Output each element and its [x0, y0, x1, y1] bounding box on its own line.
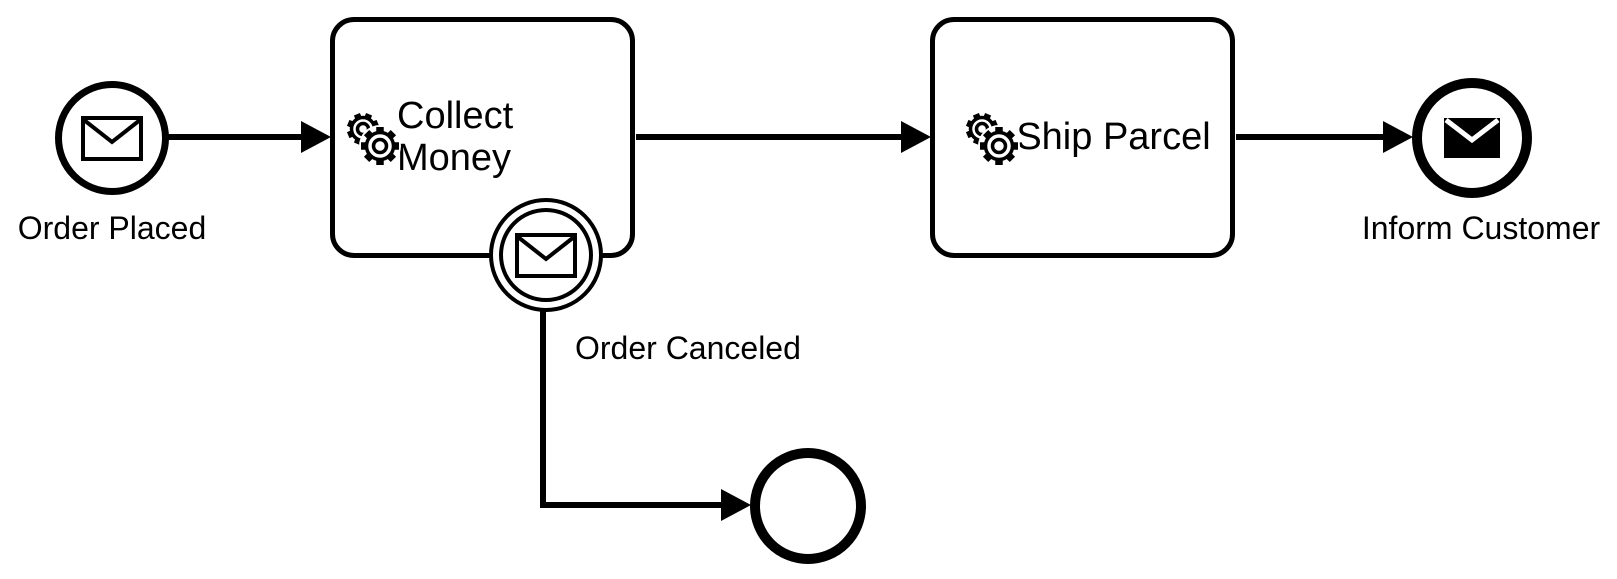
service-gears-icon	[343, 110, 405, 170]
start-event-label: Order Placed	[17, 210, 207, 246]
sequence-flow-collect-money-to-ship-parcel[interactable]	[636, 121, 931, 153]
end-event-canceled[interactable]	[750, 448, 866, 564]
task-label: Collect Money	[397, 94, 514, 179]
intermediate-event-inner-ring	[499, 208, 593, 302]
task-collect-money[interactable]: Collect Money	[330, 17, 635, 258]
end-event-inform-customer[interactable]	[1412, 78, 1532, 198]
task-ship-parcel[interactable]: Ship Parcel	[930, 17, 1235, 258]
service-gears-icon	[962, 110, 1024, 170]
message-envelope-filled-icon	[1444, 118, 1500, 158]
message-envelope-icon	[515, 232, 577, 278]
boundary-event-label: Order Canceled	[575, 330, 801, 366]
task-label: Ship Parcel	[1016, 115, 1211, 158]
end-event-label: Inform Customer	[1361, 210, 1601, 246]
message-envelope-icon	[81, 115, 143, 161]
sequence-flow-ship-parcel-to-inform-customer[interactable]	[1236, 121, 1413, 153]
boundary-event-order-canceled[interactable]	[489, 198, 603, 312]
start-event-order-placed[interactable]	[55, 81, 169, 195]
sequence-flow-start-to-collect-money[interactable]	[168, 121, 331, 153]
